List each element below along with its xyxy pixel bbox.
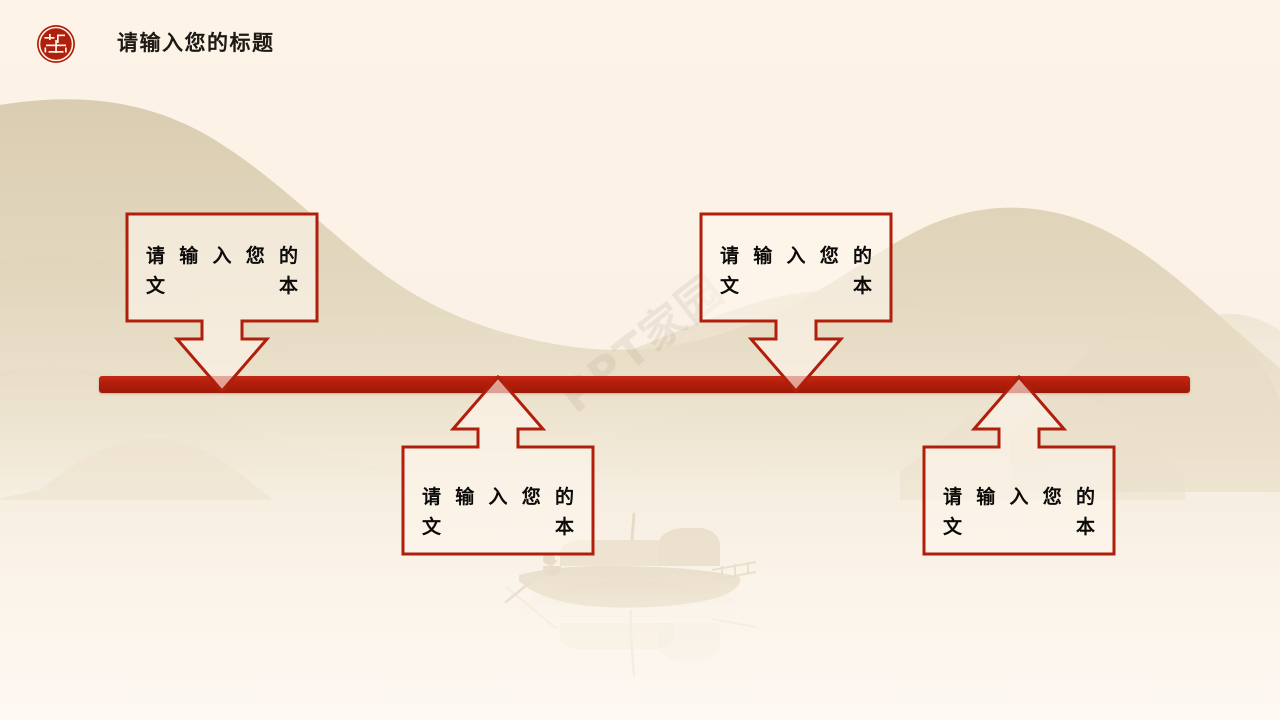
callout-line-1: 请输入您的 xyxy=(943,486,1095,508)
callout-line-2: 文本 xyxy=(146,275,298,297)
callout-box-3[interactable]: 请输入您的 文本 xyxy=(400,372,596,557)
boat-reflection xyxy=(505,581,757,677)
page-title: 请输入您的标题 xyxy=(117,30,275,55)
callout-text-3: 请输入您的 文本 xyxy=(422,482,574,542)
callout-line-1: 请输入您的 xyxy=(720,245,872,267)
callout-box-2[interactable]: 请输入您的 文本 xyxy=(698,211,894,396)
down-arrow-callout-outline xyxy=(125,212,319,394)
callout-line-2: 文本 xyxy=(422,516,574,538)
callout-line-1: 请输入您的 xyxy=(146,245,298,267)
seal-circle-icon xyxy=(37,25,75,63)
callout-text-2: 请输入您的 文本 xyxy=(720,241,872,301)
callout-text-1: 请输入您的 文本 xyxy=(146,241,298,301)
callout-box-4[interactable]: 请输入您的 文本 xyxy=(921,372,1117,557)
callout-line-2: 文本 xyxy=(943,516,1095,538)
slide-header: 请输入您的标题 xyxy=(0,0,1280,88)
callout-line-1: 请输入您的 xyxy=(422,486,574,508)
callout-line-2: 文本 xyxy=(720,275,872,297)
callout-text-4: 请输入您的 文本 xyxy=(943,482,1095,542)
callout-box-1[interactable]: 请输入您的 文本 xyxy=(124,211,320,396)
down-arrow-callout-outline xyxy=(699,212,893,394)
